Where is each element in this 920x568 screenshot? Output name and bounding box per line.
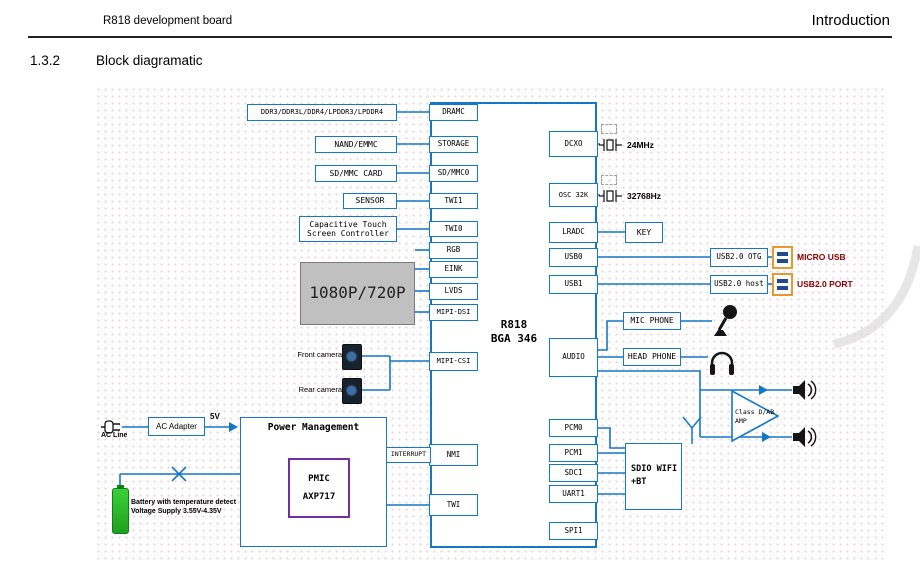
amp-triangle: Class D/AB AMP — [731, 390, 779, 442]
ac-plug-icon — [101, 420, 120, 434]
crystal-32k-dashed-outline — [601, 175, 617, 185]
usb-slot-bar — [777, 279, 788, 283]
pin-nmi: NMI — [429, 444, 478, 466]
rear-camera-icon — [342, 378, 362, 404]
wire-arrowheads — [229, 385, 771, 442]
pin-mipi-dsi: MIPI-DSI — [429, 304, 478, 321]
pin-osc32k: OSC 32K — [549, 183, 598, 207]
pin-usb0: USB0 — [549, 248, 598, 267]
chip-name: R818 — [500, 318, 528, 331]
pin-eink: EINK — [429, 261, 478, 278]
pin-lvds: LVDS — [429, 283, 478, 300]
headphone-icon — [710, 351, 734, 375]
pin-lradc: LRADC — [549, 222, 598, 243]
battery-disconnect-x-icon — [171, 466, 187, 482]
touch-controller-block: Capacitive Touch Screen Controller — [299, 216, 397, 242]
chip-package: BGA 346 — [490, 332, 538, 345]
pin-dcxo: DCXO — [549, 131, 598, 157]
pin-spi1: SPI1 — [549, 522, 598, 540]
watermark-swoosh — [832, 245, 920, 349]
pin-twi1: TWI1 — [429, 193, 478, 209]
usb-otg-block: USB2.0 OTG — [710, 248, 768, 267]
xtal-24mhz-label: 24MHz — [627, 140, 654, 150]
sdio-wifi-bt-block: SDIO WIFI +BT — [625, 443, 682, 510]
pin-audio: AUDIO — [549, 338, 598, 377]
pin-uart1: UART1 — [549, 485, 598, 503]
usb-slot-bar — [777, 286, 788, 290]
pin-mipi-csi: MIPI-CSI — [429, 352, 478, 371]
front-camera-icon — [342, 344, 362, 370]
pin-storage: STORAGE — [429, 136, 478, 153]
five-v-label: 5V — [210, 412, 220, 421]
pmic-block: PMIC AXP717 — [288, 458, 350, 518]
battery-label-line1: Battery with temperature detect — [131, 499, 237, 506]
ac-adapter-block: AC Adapter — [148, 417, 205, 436]
wifi-label-line1: SDIO WIFI — [631, 464, 678, 475]
head-phone-block: HEAD PHONE — [623, 348, 681, 366]
antenna-icon — [682, 416, 702, 444]
xtal-32768hz-label: 32768Hz — [627, 191, 662, 201]
chip-label: R818 BGA 346 — [479, 318, 549, 346]
amp-label-line2: AMP — [735, 417, 747, 425]
battery-label: Battery with temperature detect Voltage … — [131, 498, 236, 516]
crystal-24mhz-icon — [599, 139, 622, 151]
pin-sdmmc0: SD/MMC0 — [429, 165, 478, 182]
interrupt-block: INTERRUPT — [386, 447, 431, 463]
section-number: 1.3.2 — [30, 53, 61, 68]
pmic-name: PMIC — [308, 473, 330, 484]
ddr-block: DDR3/DDR3L/DDR4/LPDDR3/LPDDR4 — [247, 104, 397, 121]
front-camera-label: Front camera — [297, 350, 342, 359]
pin-usb1: USB1 — [549, 275, 598, 294]
pin-twi: TWI — [429, 494, 478, 516]
pin-twi0: TWI0 — [429, 221, 478, 237]
power-management-block: Power Management — [240, 417, 387, 547]
section-title: Block diagramatic — [96, 53, 203, 68]
mic-icon — [714, 305, 737, 336]
usb-port-label: USB2.0 PORT — [797, 279, 853, 289]
mic-phone-block: MIC PHONE — [623, 312, 681, 330]
speaker-icon — [793, 380, 817, 400]
pin-pcm1: PCM1 — [549, 444, 598, 462]
header-rule — [28, 36, 892, 38]
battery-icon — [112, 485, 129, 534]
crystal-24mhz-dashed-outline — [601, 124, 617, 134]
display-panel-block: 1080P/720P — [300, 262, 415, 325]
crystal-32khz-icon — [599, 190, 622, 202]
wifi-label-line2: +BT — [631, 477, 647, 487]
pin-pcm0: PCM0 — [549, 419, 598, 437]
usb-slot-bar — [777, 259, 788, 263]
power-management-title: Power Management — [267, 422, 360, 433]
touch-line1: Capacitive Touch — [309, 219, 387, 229]
touch-line2: Screen Controller — [307, 229, 389, 238]
header-left: R818 development board — [103, 15, 233, 27]
pin-dramc: DRAMC — [429, 104, 478, 121]
micro-usb-label: MICRO USB — [797, 252, 846, 262]
amp-label-line1: Class D/AB — [735, 408, 774, 416]
sd-card-block: SD/MMC CARD — [315, 165, 397, 182]
micro-usb-connector-icon — [772, 246, 793, 269]
pmic-part-number: AXP717 — [302, 492, 336, 502]
nand-emmc-block: NAND/EMMC — [315, 136, 397, 153]
pin-rgb: RGB — [429, 242, 478, 259]
battery-label-line2: Voltage Supply 3.55V-4.35V — [131, 508, 222, 515]
ac-line-label: AC Line — [101, 432, 128, 439]
pin-sdc1: SDC1 — [549, 464, 598, 482]
header-right: Introduction — [811, 12, 890, 29]
usb-host-block: USB2.0 host — [710, 275, 768, 294]
rear-camera-label: Rear camera — [298, 385, 342, 394]
usb-port-connector-icon — [772, 273, 793, 296]
sensor-block: SENSOR — [343, 193, 397, 209]
usb-slot-bar — [777, 252, 788, 256]
key-block: KEY — [625, 222, 663, 243]
speaker-icon — [793, 427, 817, 447]
